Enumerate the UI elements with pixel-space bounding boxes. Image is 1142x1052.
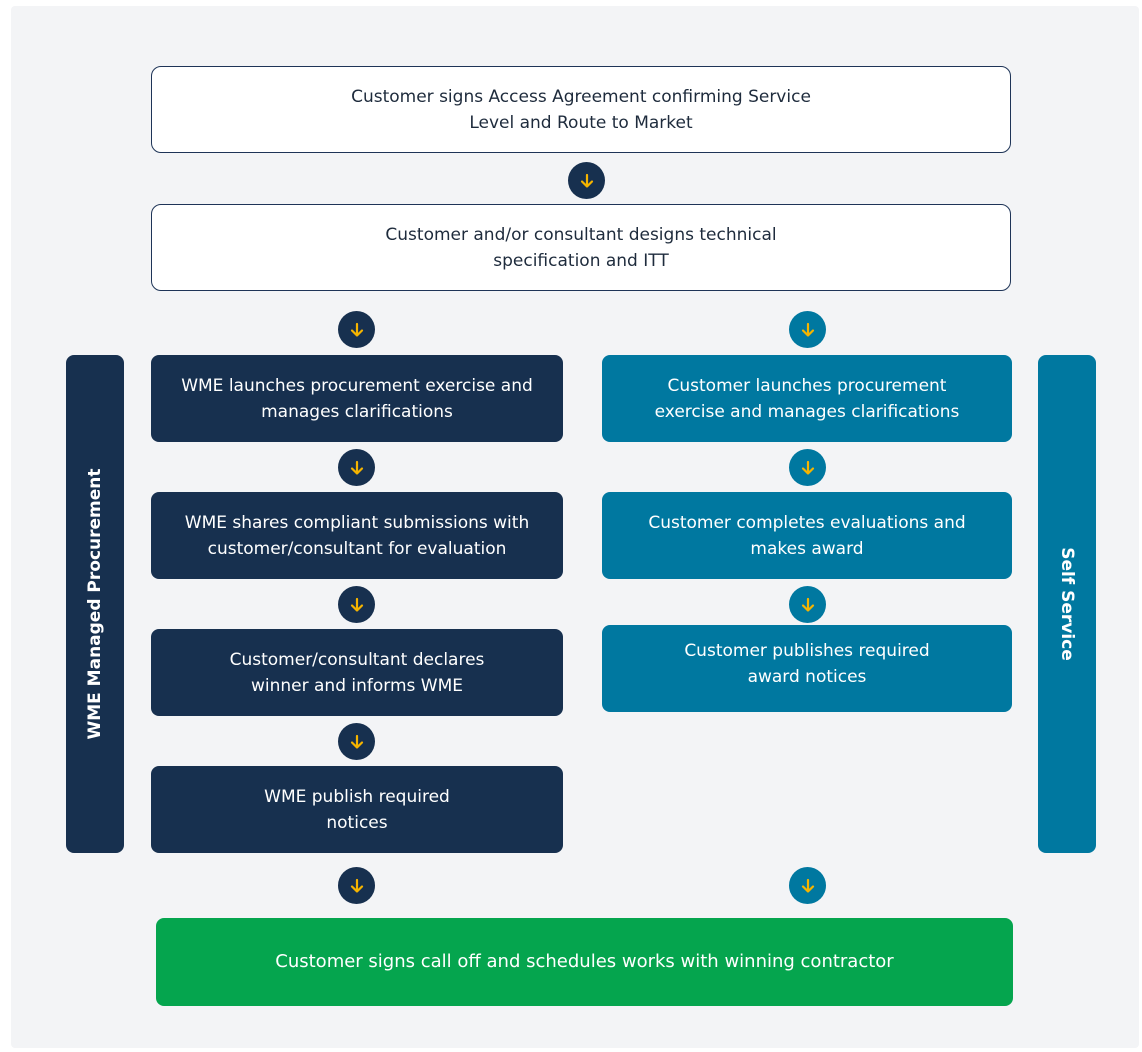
self-step-2-text: Customer completes evaluations and makes… [648,512,966,559]
managed-step-4-text: WME publish required notices [264,786,450,833]
managed-step-2-text: WME shares compliant submissions with cu… [184,512,530,559]
arrow-down-icon [338,586,375,623]
self-step-2: Customer completes evaluations and makes… [602,492,1012,579]
self-step-1: Customer launches procurement exercise a… [602,355,1012,442]
arrow-down-icon [789,449,826,486]
step-access-agreement: Customer signs Access Agreement confirmi… [151,66,1011,153]
self-service-label: Self Service [1057,547,1077,661]
managed-step-2: WME shares compliant submissions with cu… [151,492,563,579]
arrow-down-icon [338,723,375,760]
arrow-down-icon [789,586,826,623]
managed-procurement-sidebar: WME Managed Procurement [66,355,124,853]
self-service-sidebar: Self Service [1038,355,1096,853]
step-access-agreement-text: Customer signs Access Agreement confirmi… [351,86,811,133]
arrow-down-icon [338,867,375,904]
self-step-1-text: Customer launches procurement exercise a… [654,375,960,422]
managed-step-1-text: WME launches procurement exercise and ma… [181,375,533,422]
step-final-text: Customer signs call off and schedules wo… [275,951,894,972]
step-specification: Customer and/or consultant designs techn… [151,204,1011,291]
arrow-down-icon [338,311,375,348]
managed-step-1: WME launches procurement exercise and ma… [151,355,563,442]
step-final: Customer signs call off and schedules wo… [156,918,1013,1006]
arrow-down-icon [789,867,826,904]
step-specification-text: Customer and/or consultant designs techn… [385,224,777,271]
managed-step-3-text: Customer/consultant declares winner and … [229,649,485,696]
managed-procurement-label: WME Managed Procurement [85,468,105,740]
self-step-3-text: Customer publishes required award notice… [684,641,930,687]
managed-step-4: WME publish required notices [151,766,563,853]
arrow-down-icon [338,449,375,486]
self-step-3: Customer publishes required award notice… [602,625,1012,712]
managed-step-3: Customer/consultant declares winner and … [151,629,563,716]
arrow-down-icon [789,311,826,348]
arrow-down-icon [568,162,605,199]
